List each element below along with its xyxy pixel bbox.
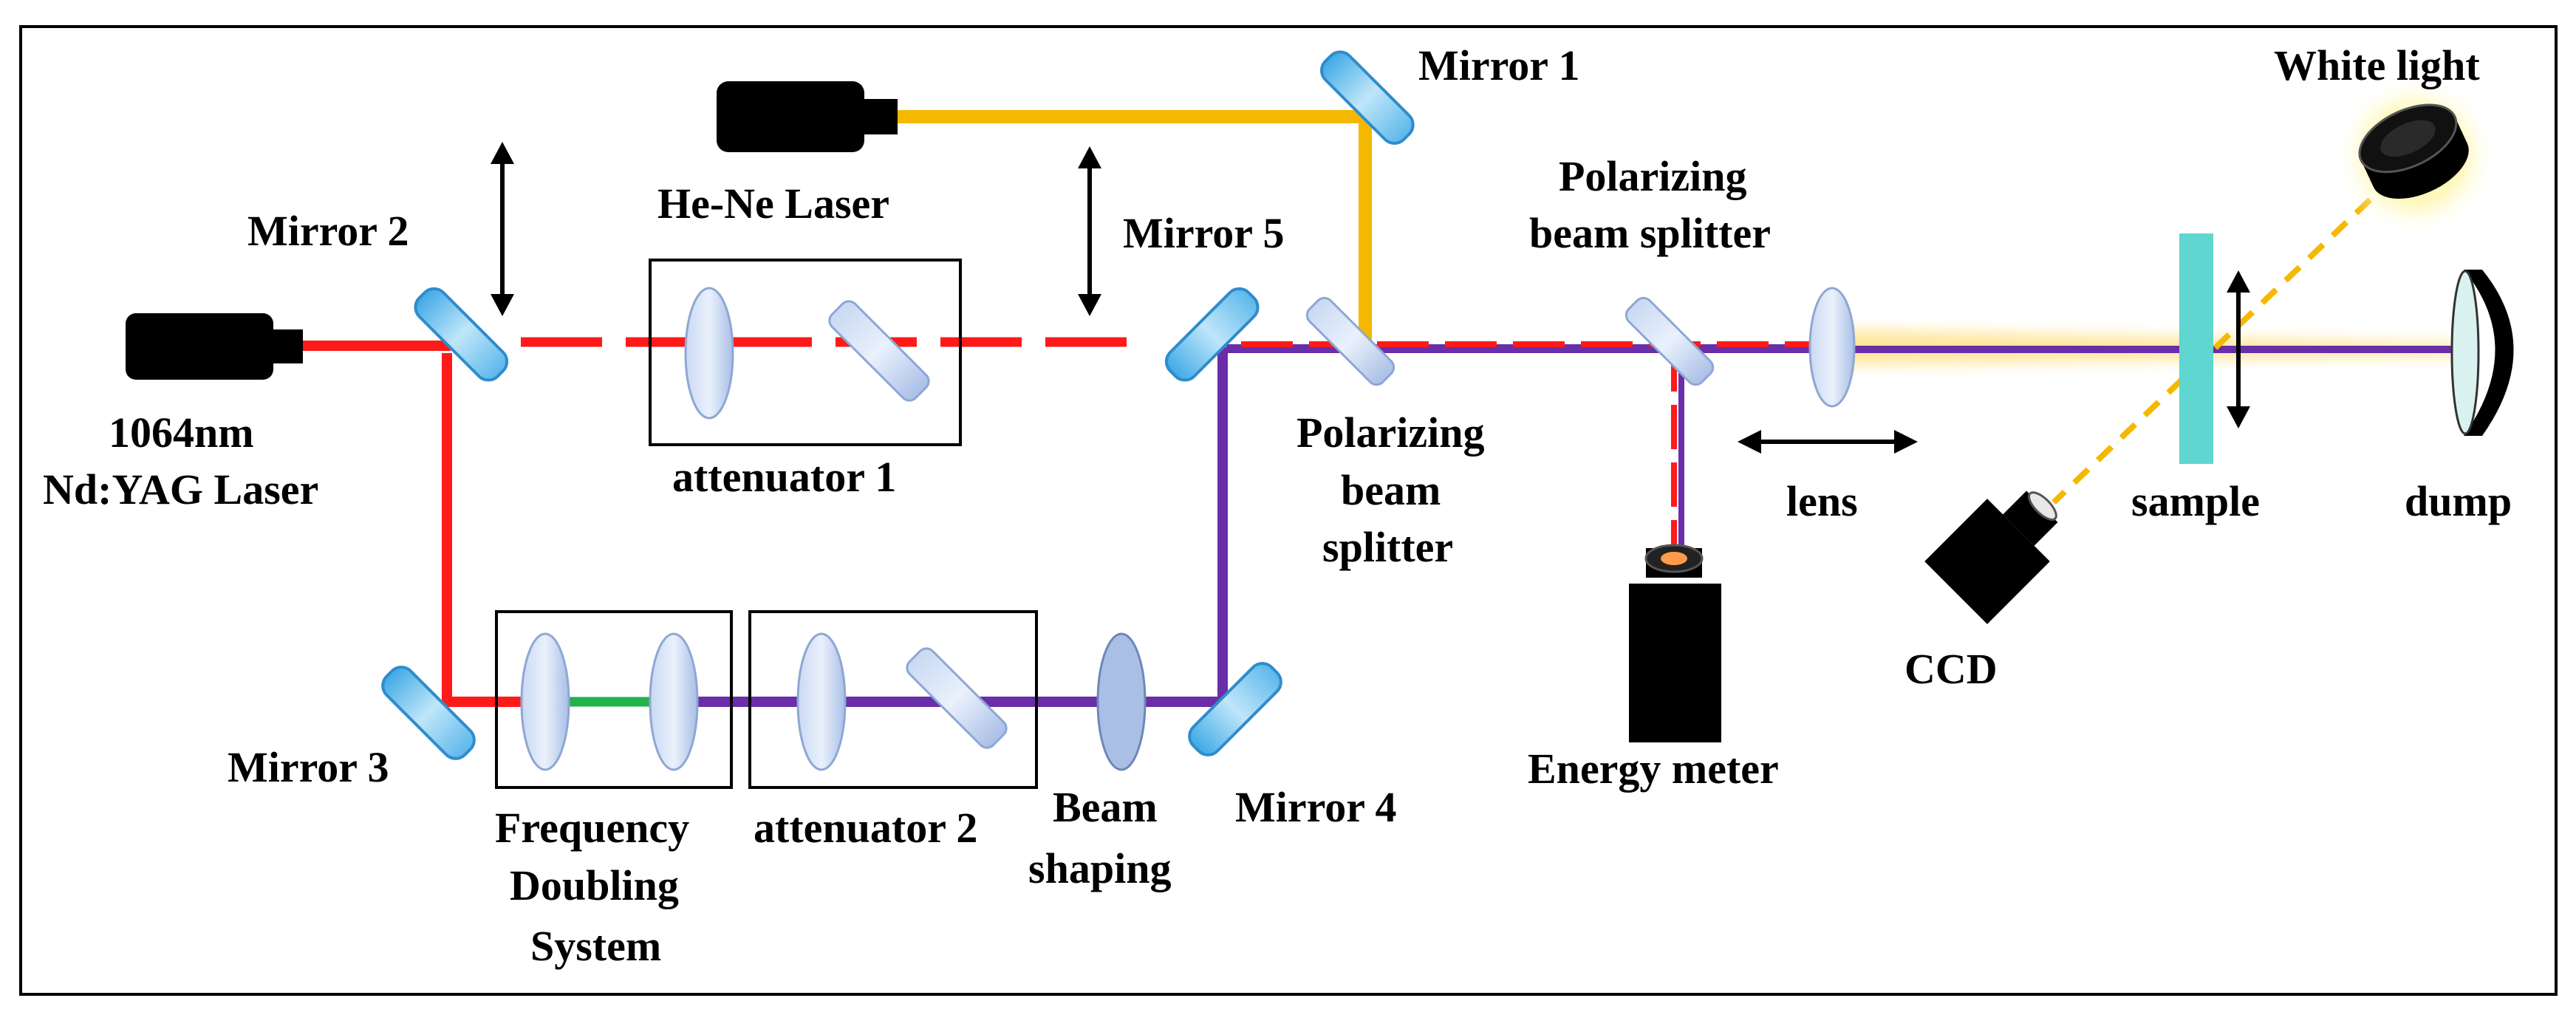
focusing-lens <box>1808 287 1856 408</box>
frequency-doubling-box <box>495 610 733 789</box>
label-attenuator-2: attenuator 2 <box>754 804 977 852</box>
mirror-3 <box>381 666 476 760</box>
nd-yag-laser <box>126 313 303 380</box>
mirror-5 <box>1164 287 1260 382</box>
label-mirror-5: Mirror 5 <box>1123 209 1285 257</box>
beam-shaping-lens <box>1096 632 1147 771</box>
label-pbs-mid-line3: splitter <box>1322 523 1453 571</box>
label-mirror-1: Mirror 1 <box>1418 41 1580 89</box>
label-energy-meter: Energy meter <box>1528 745 1779 793</box>
mirror-4 <box>1188 662 1282 756</box>
white-light-beam <box>2051 175 2396 505</box>
label-attenuator-1: attenuator 1 <box>672 453 896 501</box>
label-mirror-4: Mirror 4 <box>1235 783 1397 831</box>
attenuator-2-waveplate <box>796 632 847 771</box>
label-nd-yag-line1: 1064nm <box>109 409 254 457</box>
diagram-frame <box>19 25 2558 996</box>
label-freq-line1: Frequency <box>495 804 689 852</box>
label-pbs-mid-line2: beam <box>1341 466 1441 514</box>
label-pbs-top-line2: beam splitter <box>1529 209 1771 257</box>
mirror-5-translation-arrow <box>1078 146 1101 316</box>
white-light-source <box>2334 74 2497 236</box>
label-beam-shaping-line2: shaping <box>1028 844 1171 892</box>
label-pbs-mid-line1: Polarizing <box>1296 409 1485 457</box>
polarizing-beam-splitter-top <box>1624 296 1715 386</box>
label-nd-yag-line2: Nd:YAG Laser <box>43 465 318 513</box>
mirror-2 <box>414 287 509 382</box>
he-ne-laser <box>717 81 898 152</box>
label-dump: dump <box>2405 477 2512 525</box>
label-he-ne-laser: He-Ne Laser <box>657 180 889 228</box>
mirror-1 <box>1319 50 1415 146</box>
sample-translation-arrow <box>2227 270 2250 428</box>
label-freq-line3: System <box>530 922 661 970</box>
label-beam-shaping-line1: Beam <box>1053 783 1158 831</box>
labels: Mirror 1 Mirror 2 Mirror 3 Mirror 4 Mirr… <box>43 41 2512 970</box>
freq-doubling-lens-2 <box>649 632 699 771</box>
label-pbs-top-line1: Polarizing <box>1559 152 1747 200</box>
attenuator-1-polarizer <box>828 300 930 402</box>
label-freq-line2: Doubling <box>510 861 679 909</box>
label-ccd: CCD <box>1904 645 1998 693</box>
label-mirror-3: Mirror 3 <box>228 743 389 791</box>
freq-doubling-lens-1 <box>520 632 570 771</box>
label-lens: lens <box>1786 477 1858 525</box>
label-mirror-2: Mirror 2 <box>247 207 409 255</box>
attenuator-2-box <box>748 610 1038 789</box>
energy-meter <box>1629 544 1721 742</box>
ccd-camera <box>1924 491 2058 624</box>
arrows <box>491 142 2250 454</box>
attenuator-1-waveplate <box>684 287 734 420</box>
attenuator-1-box <box>649 259 962 446</box>
beam-dump <box>2450 270 2514 436</box>
polarizing-beam-splitter-mid <box>1305 296 1395 386</box>
label-sample: sample <box>2131 477 2260 525</box>
label-white-light: White light <box>2274 41 2480 89</box>
lens-translation-arrow <box>1738 430 1918 454</box>
mirror-2-translation-arrow <box>491 142 514 316</box>
sample-plate <box>2179 233 2213 464</box>
attenuator-2-polarizer <box>906 647 1008 749</box>
